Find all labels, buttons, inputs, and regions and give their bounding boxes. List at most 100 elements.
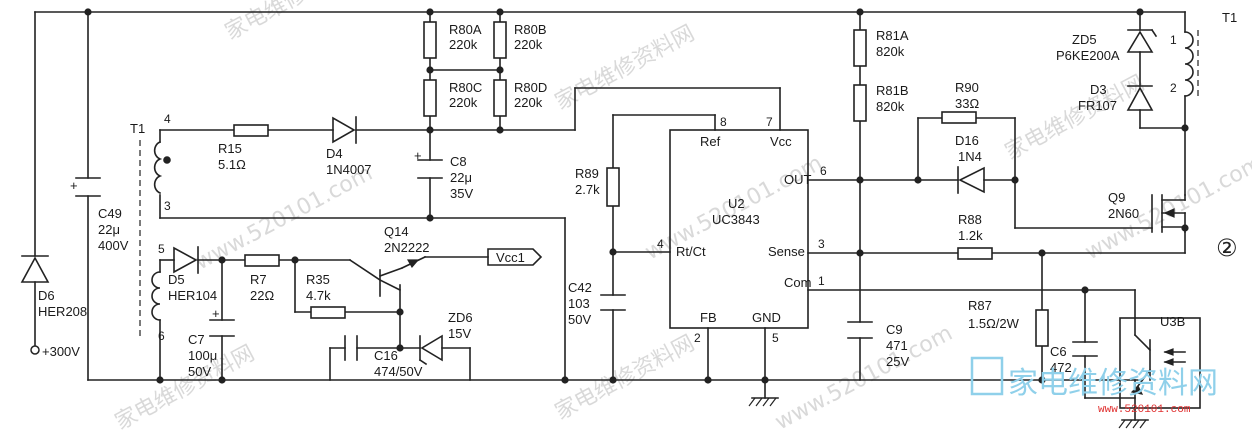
transistor-q14 xyxy=(378,259,420,297)
resistor-r80c xyxy=(423,79,437,117)
value-r81a: 820k xyxy=(876,44,905,59)
watermark-text: 家电维修资料网 xyxy=(221,0,369,45)
value-c16: 474/50V xyxy=(374,364,423,379)
resistor-r80d xyxy=(493,79,507,117)
optocoupler-u3b xyxy=(1119,317,1201,409)
label-c6: C6 xyxy=(1050,344,1067,359)
diode-d3 xyxy=(1126,85,1154,111)
label-d3: D3 xyxy=(1090,82,1107,97)
pin-name-rtct: Rt/Ct xyxy=(676,244,706,259)
net-supply: +300V xyxy=(42,344,80,359)
figure-number: ② xyxy=(1216,234,1238,262)
label-q14: Q14 xyxy=(384,224,409,239)
label-r35: R35 xyxy=(306,272,330,287)
pin-num-6: 6 xyxy=(820,164,827,178)
label-r80c: R80C xyxy=(449,80,482,95)
label-q9: Q9 xyxy=(1108,190,1125,205)
value-r88: 1.2k xyxy=(958,228,983,243)
pin-num-3: 3 xyxy=(818,237,825,251)
pin-name-sense: Sense xyxy=(768,244,805,259)
resistor-r87 xyxy=(1035,309,1049,347)
voltage-c9: 25V xyxy=(886,354,909,369)
pin-name-out: OUT xyxy=(784,172,812,187)
value-r80b: 220k xyxy=(514,37,543,52)
zener-zd5 xyxy=(1126,28,1158,53)
resistor-r90 xyxy=(941,111,977,124)
pin-num-2: 2 xyxy=(694,331,701,345)
capacitor-c16 xyxy=(344,335,358,361)
voltage-c42: 50V xyxy=(568,312,591,327)
label-r90: R90 xyxy=(955,80,979,95)
value-r35: 4.7k xyxy=(306,288,331,303)
value-c7: 100μ xyxy=(188,348,217,363)
value-c49: 22μ xyxy=(98,222,120,237)
net-vcc1: Vcc1 xyxy=(496,250,525,265)
value-r7: 22Ω xyxy=(250,288,274,303)
label-r81a: R81A xyxy=(876,28,909,43)
label-zd5: ZD5 xyxy=(1072,32,1097,47)
label-c42: C42 xyxy=(568,280,592,295)
label-r15: R15 xyxy=(218,141,242,156)
value-c9: 471 xyxy=(886,338,908,353)
pin-name-gnd: GND xyxy=(752,310,781,325)
capacitors: + + + xyxy=(70,148,1098,361)
pin-num-5: 5 xyxy=(772,331,779,345)
t1-pin-6: 6 xyxy=(158,329,165,343)
site-logo: 家电维修资料网 www.520101.com xyxy=(970,356,1218,416)
value-c6: 472 xyxy=(1050,360,1072,375)
label-d4: D4 xyxy=(326,146,343,161)
label-u3b: U3B xyxy=(1160,314,1185,329)
value-d5: HER104 xyxy=(168,288,217,303)
logo-text: 家电维修资料网 xyxy=(1008,366,1218,401)
voltage-c49: 400V xyxy=(98,238,129,253)
value-r90: 33Ω xyxy=(955,96,979,111)
ground-symbol xyxy=(748,397,1149,429)
resistor-r81b xyxy=(853,84,867,122)
t1-pin-2: 2 xyxy=(1170,81,1177,95)
label-r87: R87 xyxy=(968,298,992,313)
pin-name-vcc: Vcc xyxy=(770,134,792,149)
t1-pin-3: 3 xyxy=(164,199,171,213)
value-r81b: 820k xyxy=(876,99,905,114)
resistor-r88 xyxy=(957,247,993,260)
value-d4: 1N4007 xyxy=(326,162,372,177)
value-r80a: 220k xyxy=(449,37,478,52)
pin-num-4: 4 xyxy=(657,237,664,251)
transformer-t1 xyxy=(139,30,1199,340)
value-d3: FR107 xyxy=(1078,98,1117,113)
value-c8: 22μ xyxy=(450,170,472,185)
resistors xyxy=(233,21,1049,347)
diodes xyxy=(20,28,1158,366)
mosfet-q9 xyxy=(1151,194,1186,233)
label-c7: C7 xyxy=(188,332,205,347)
t1-pin-1: 1 xyxy=(1170,33,1177,47)
label-zd6: ZD6 xyxy=(448,310,473,325)
label-c49: C49 xyxy=(98,206,122,221)
label-r80d: R80D xyxy=(514,80,547,95)
value-r87: 1.5Ω/2W xyxy=(968,316,1020,331)
label-c8: C8 xyxy=(450,154,467,169)
ic-u2: U2 UC3843 Ref Vcc OUT Rt/Ct Sense Com FB… xyxy=(657,115,827,345)
resistor-r80a xyxy=(423,21,437,59)
arrow-vcc1 xyxy=(487,248,543,266)
diode-d16 xyxy=(957,166,985,194)
watermark-text: 家电维修资料网 xyxy=(551,21,699,115)
capacitor-c49: + xyxy=(70,177,101,197)
resistor-r15 xyxy=(233,124,269,137)
label-c16: C16 xyxy=(374,348,398,363)
resistor-r80b xyxy=(493,21,507,59)
value-c42: 103 xyxy=(568,296,590,311)
label-r80b: R80B xyxy=(514,22,547,37)
value-q14: 2N2222 xyxy=(384,240,430,255)
t1-pin-4: 4 xyxy=(164,112,171,126)
diode-d5 xyxy=(173,246,199,274)
pin-num-1: 1 xyxy=(818,274,825,288)
value-zd6: 15V xyxy=(448,326,471,341)
voltage-c7: 50V xyxy=(188,364,211,379)
label-r89: R89 xyxy=(575,166,599,181)
svg-text:+: + xyxy=(212,306,220,321)
label-r81b: R81B xyxy=(876,83,909,98)
resistor-r89 xyxy=(606,167,620,207)
label-t1-right: T1 xyxy=(1222,10,1237,25)
